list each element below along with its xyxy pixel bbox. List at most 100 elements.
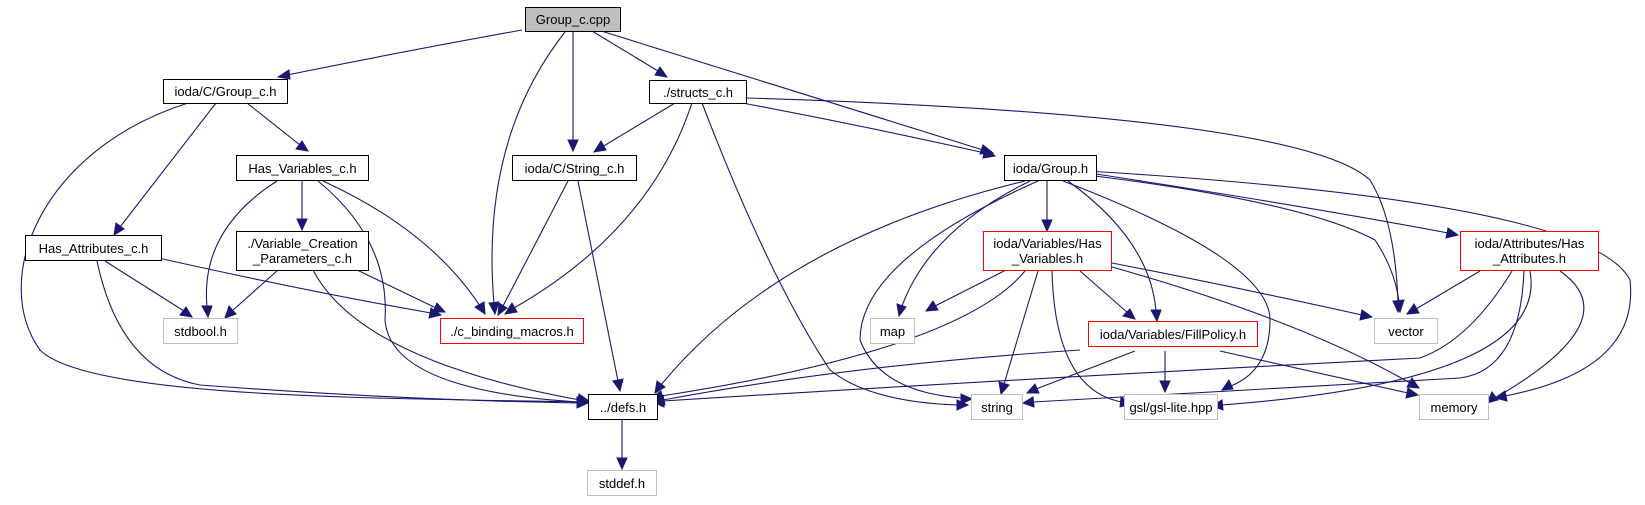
edge-arrowhead: [488, 301, 500, 316]
node-structs-c-h[interactable]: ./structs_c.h: [649, 80, 747, 104]
edge-structs-c-h-to-string: [701, 102, 959, 406]
edge-ioda-group-h-to-vector: [1069, 172, 1400, 303]
node-ioda-variables-has-variables-h[interactable]: ioda/Variables/Has _Variables.h: [983, 231, 1112, 271]
edge-group-c-cpp-to-structs-c-h: [591, 30, 659, 72]
edge-arrowhead: [1486, 391, 1499, 404]
edge-arrowhead: [276, 69, 291, 80]
edge-arrowhead: [998, 381, 1010, 396]
edge-arrowhead: [654, 66, 669, 78]
edge-ioda-group-h-to-map: [901, 180, 1031, 307]
edge-arrowhead: [497, 302, 508, 317]
edge-arrowhead: [432, 302, 447, 313]
edge-arrowhead: [474, 301, 486, 316]
edge-ioda-variables-fillpolicy-h-to-memory: [1219, 350, 1409, 394]
edge-ioda-attributes-has-attributes-h-to-gsl-lite-hpp: [1221, 270, 1532, 406]
node-ioda-attributes-has-attributes-h[interactable]: ioda/Attributes/Has _Attributes.h: [1460, 231, 1599, 271]
edge-arrowhead: [296, 218, 308, 232]
edge-structs-c-h-to-vector: [746, 97, 1399, 303]
edge-ioda-variables-has-variables-h-to-vector: [1111, 262, 1363, 316]
edge-arrowhead: [592, 140, 607, 153]
edge-has-variables-c-h-to-defs-h: [317, 180, 579, 403]
edge-arrowhead: [1405, 387, 1420, 399]
edge-has-attributes-c-h-to-defs-h: [96, 260, 579, 404]
edge-arrowhead: [1393, 299, 1405, 314]
edge-has-attributes-c-h-to-c-binding-macros-h: [144, 254, 432, 314]
edge-arrowhead: [1445, 227, 1460, 239]
edge-has-variables-c-h-to-c-binding-macros-h: [322, 180, 481, 307]
edge-ioda-c-string-c-h-to-defs-h: [577, 180, 619, 382]
edge-arrowhead: [1041, 219, 1053, 233]
edge-arrowhead: [1406, 377, 1421, 389]
edge-variable-creation-parameters-c-h-to-defs-h: [312, 269, 581, 401]
edge-structs-c-h-to-ioda-c-string-c-h: [601, 102, 676, 148]
node-memory[interactable]: memory: [1419, 394, 1489, 420]
edge-arrowhead: [1220, 378, 1234, 391]
edge-ioda-group-h-to-defs-h: [660, 180, 1026, 386]
node-variable-creation-parameters-c-h[interactable]: ./Variable_Creation _Parameters_c.h: [236, 231, 369, 271]
node-ioda-group-h[interactable]: ioda/Group.h: [1004, 155, 1097, 181]
edge-ioda-attributes-has-attributes-h-to-vector: [1415, 270, 1481, 310]
node-group-c-cpp[interactable]: Group_c.cpp: [525, 7, 621, 32]
edge-ioda-attributes-has-attributes-h-to-defs-h: [662, 270, 1513, 402]
edge-arrowhead: [503, 302, 518, 315]
edge-ioda-variables-has-variables-h-to-defs-h: [660, 270, 1026, 397]
node-stddef-h[interactable]: stddef.h: [587, 470, 657, 496]
node-defs-h[interactable]: ../defs.h: [588, 394, 658, 420]
node-map[interactable]: map: [870, 318, 915, 344]
edge-ioda-variables-fillpolicy-h-to-defs-h: [662, 349, 1081, 401]
edge-group-c-cpp-to-ioda-c-group-c-h: [286, 29, 523, 76]
edge-ioda-variables-has-variables-h-to-memory: [1111, 266, 1411, 384]
edge-arrowhead: [201, 305, 213, 319]
edge-group-c-group-c-h-to-defs-h: [20, 102, 579, 403]
edge-group-c-cpp-to-ioda-group-h: [597, 29, 984, 151]
node-ioda-c-group-c-h[interactable]: ioda/C/Group_c.h: [163, 79, 288, 104]
edge-arrowhead: [924, 300, 939, 312]
edge-arrowhead: [1359, 309, 1374, 321]
edge-arrowhead: [576, 393, 591, 405]
edge-arrowhead: [896, 303, 907, 318]
edge-arrowhead: [1122, 308, 1136, 320]
edge-arrowhead: [982, 147, 997, 159]
edge-arrowhead: [179, 306, 193, 318]
edge-ioda-variables-has-variables-h-to-string: [1003, 270, 1039, 385]
edge-variable-creation-parameters-c-h-to-c-binding-macros-h: [354, 268, 437, 309]
edge-arrowhead: [1021, 396, 1035, 408]
edge-arrowhead: [1150, 309, 1162, 323]
edge-ioda-group-h-to-string: [859, 180, 1039, 399]
edge-ioda-group-h-to-ioda-attributes-has-attributes-h: [1069, 169, 1449, 234]
node-c-binding-macros-h[interactable]: ./c_binding_macros.h: [440, 318, 584, 344]
node-string[interactable]: string: [971, 394, 1023, 420]
edge-arrowhead: [612, 378, 624, 393]
edge-group-c-cpp-to-c-binding-macros-h: [491, 31, 566, 305]
edge-ioda-variables-has-variables-h-to-map: [934, 267, 1011, 307]
edge-ioda-group-h-to-ioda-variables-fillpolicy-h: [1067, 180, 1157, 312]
edge-arrowhead: [1025, 383, 1040, 394]
edge-ioda-c-string-c-h-to-c-binding-macros-h: [502, 180, 569, 307]
edge-ioda-attributes-has-attributes-h-to-memory: [1494, 270, 1585, 399]
node-stdbool-h[interactable]: stdbool.h: [163, 318, 238, 344]
edge-variable-creation-parameters-c-h-to-stdbool-h: [231, 269, 279, 312]
node-has-attributes-c-h[interactable]: Has_Attributes_c.h: [25, 235, 162, 261]
edge-group-c-group-c-h-to-has-variables-c-h: [246, 102, 301, 146]
edge-structs-c-h-to-c-binding-macros-h: [513, 102, 693, 309]
node-has-variables-c-h[interactable]: Has_Variables_c.h: [236, 155, 369, 181]
edge-ioda-variables-has-variables-h-to-ioda-variables-fillpolicy-h: [1079, 270, 1129, 314]
edge-arrowhead: [567, 139, 579, 153]
edge-ioda-group-h-to-memory: [1069, 169, 1632, 397]
edge-structs-c-h-to-ioda-group-h: [736, 101, 986, 154]
edge-group-c-group-c-h-to-has-attributes-c-h: [119, 102, 217, 228]
edge-arrowhead: [1405, 303, 1420, 315]
edge-arrowhead: [295, 140, 309, 152]
edge-arrowhead: [113, 222, 125, 236]
node-vector[interactable]: vector: [1374, 318, 1438, 344]
node-ioda-variables-fillpolicy-h[interactable]: ioda/Variables/FillPolicy.h: [1088, 321, 1258, 347]
edge-arrowhead: [1159, 380, 1171, 394]
edge-arrowhead: [960, 393, 974, 405]
edge-has-attributes-c-h-to-stdbool-h: [104, 260, 185, 312]
edge-arrowhead: [224, 305, 237, 319]
node-ioda-c-string-c-h[interactable]: ioda/C/String_c.h: [512, 155, 637, 181]
node-gsl-lite-hpp[interactable]: gsl/gsl-lite.hpp: [1124, 394, 1218, 420]
edge-ioda-variables-fillpolicy-h-to-string: [1035, 350, 1136, 390]
